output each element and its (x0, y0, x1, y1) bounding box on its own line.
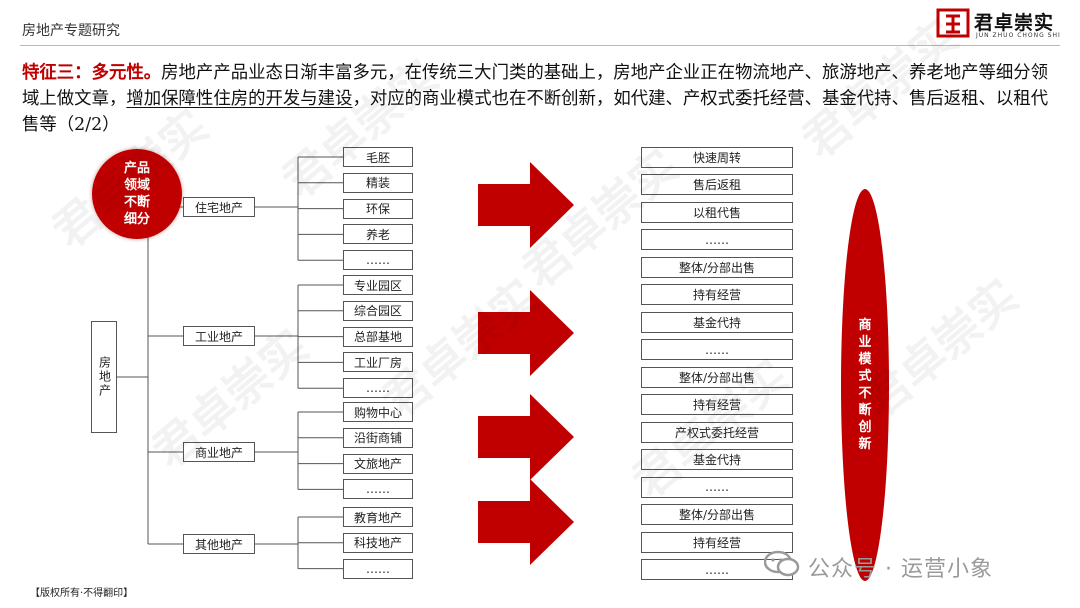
business-model-item: …… (641, 339, 793, 360)
business-model-item: 以租代售 (641, 201, 793, 223)
category-box: 工业地产 (183, 326, 255, 346)
business-model-item: 基金代持 (641, 311, 793, 333)
intro-underlined-text: 增加保障性住房的开发与建设 (126, 89, 353, 109)
category-item: 精装 (343, 172, 413, 193)
category-item: …… (343, 378, 413, 399)
wechat-account-label: 公众号 · 运营小象 (808, 557, 993, 582)
arrow-right-icon (478, 162, 574, 248)
segmentation-circle: 产品领域不断细分 (92, 149, 182, 239)
category-item: 科技地产 (343, 532, 413, 553)
business-model-item: 持有经营 (641, 531, 793, 553)
arrow-right-icon (478, 479, 574, 565)
brand-logo: 君卓崇实 JUN ZHUO CHONG SHI (936, 6, 1066, 42)
feature-label: 特征三：多元性。 (22, 63, 162, 83)
business-model-item: 持有经营 (641, 394, 793, 415)
intro-text-b: ，对应的商业模式也在不断创新，如代建、产权式委托经营、基金代持、售后返租、以租代… (22, 89, 1049, 135)
innovation-ellipse: 商业模式不断创新 (841, 189, 889, 581)
copyright-notice: 【版权所有·不得翻印】 (30, 588, 134, 599)
category-item: 沿街商铺 (343, 427, 413, 448)
category-item: …… (343, 250, 413, 271)
business-model-item: 售后返租 (641, 174, 793, 195)
header-divider (20, 45, 1060, 46)
business-model-item: …… (641, 476, 793, 498)
category-item: 购物中心 (343, 402, 413, 422)
category-item: 环保 (343, 198, 413, 219)
arrow-right-icon (478, 290, 574, 376)
category-item: 工业厂房 (343, 352, 413, 373)
ellipse-label: 商业模式不断创新 (858, 318, 872, 452)
arrow-right-icon (478, 394, 574, 480)
category-box: 商业地产 (183, 442, 255, 462)
business-model-item: 基金代持 (641, 449, 793, 470)
logo-subtitle: JUN ZHUO CHONG SHI (976, 32, 1061, 39)
category-box: 其他地产 (183, 534, 255, 554)
business-model-item: 整体/分部出售 (641, 366, 793, 388)
business-model-item: …… (641, 229, 793, 250)
header: 房地产专题研究 君卓崇实 JUN ZHUO CHONG SHI (0, 0, 1080, 58)
business-model-item: 持有经营 (641, 284, 793, 305)
category-box: 住宅地产 (183, 197, 255, 217)
business-model-item: 快速周转 (641, 146, 793, 168)
category-item: 教育地产 (343, 507, 413, 527)
category-item: 毛胚 (343, 147, 413, 167)
wechat-icon (764, 550, 800, 577)
business-model-item: 产权式委托经营 (641, 421, 793, 443)
category-item: 文旅地产 (343, 453, 413, 474)
category-item: …… (343, 558, 413, 579)
category-item: 专业园区 (343, 275, 413, 295)
header-title: 房地产专题研究 (22, 23, 120, 39)
wechat-watermark: 公众号 · 运营小象 (764, 546, 1054, 586)
intro-text-a: 房地产产品业态日渐丰富多元，在传统三大门类的基础上，房地产企业正在物流地产、旅游… (22, 63, 1049, 109)
business-model-item: 整体/分部出售 (641, 504, 793, 525)
business-model-item: 整体/分部出售 (641, 256, 793, 278)
logo-mark-icon (936, 8, 970, 38)
category-item: 养老 (343, 224, 413, 245)
business-model-item: …… (641, 559, 793, 580)
circle-label: 产品领域不断细分 (123, 161, 150, 227)
intro-paragraph: 特征三：多元性。房地产产品业态日渐丰富多元，在传统三大门类的基础上，房地产企业正… (22, 60, 1062, 138)
category-item: 综合园区 (343, 300, 413, 321)
category-item: 总部基地 (343, 326, 413, 347)
category-item: …… (343, 479, 413, 500)
logo-name: 君卓崇实 (974, 12, 1055, 34)
root-node-real-estate: 房地产 (91, 321, 117, 433)
